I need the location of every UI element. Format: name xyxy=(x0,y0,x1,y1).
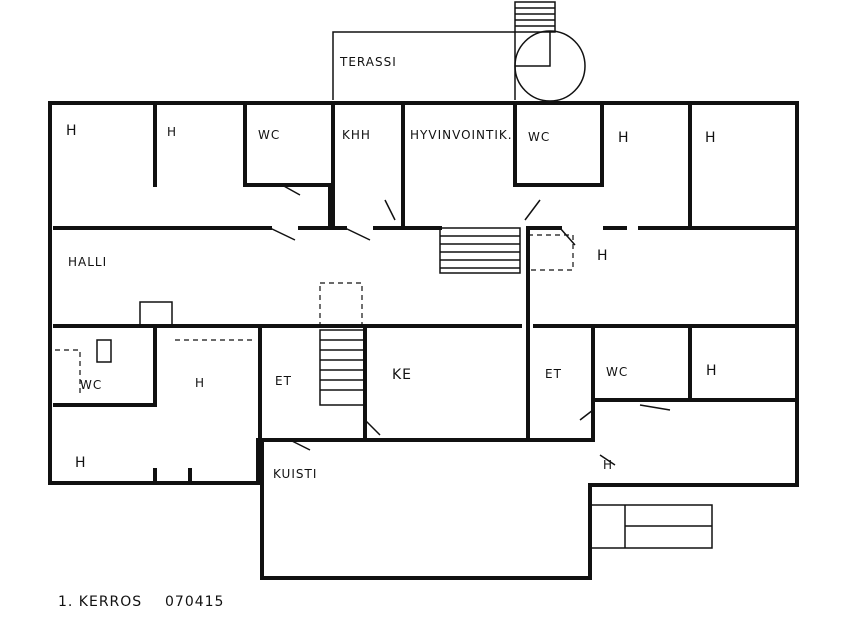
room-label-h: H xyxy=(167,125,178,139)
room-label-et: ET xyxy=(275,374,292,388)
room-label-wc: WC xyxy=(80,378,103,392)
room-label-h: H xyxy=(618,130,630,146)
room-label-h: H xyxy=(195,376,206,390)
room-label-kuisti: KUISTI xyxy=(273,467,318,481)
room-label-wc: WC xyxy=(258,128,281,142)
room-label-khh: KHH xyxy=(342,128,371,142)
door-swings xyxy=(269,184,671,466)
room-label-wc: WC xyxy=(528,130,551,144)
room-label-terassi: TERASSI xyxy=(340,55,397,69)
room-label-h: H xyxy=(705,130,717,146)
room-label-h: H xyxy=(75,455,87,471)
room-label-et: ET xyxy=(545,367,562,381)
room-label-h: H xyxy=(66,123,78,139)
room-label-h: H xyxy=(706,363,718,379)
entrance-steps xyxy=(589,504,713,549)
room-label-h: H xyxy=(597,248,609,264)
room-label-h: H xyxy=(603,458,614,472)
plan-caption: 1. KERROS xyxy=(58,594,143,610)
room-label-hyvinvointi: HYVINVOINTIK. xyxy=(410,128,513,142)
room-label-ke: KE xyxy=(392,367,413,383)
room-label-halli: HALLI xyxy=(68,255,108,269)
indoor-stairs xyxy=(319,227,574,406)
room-label-wc: WC xyxy=(606,365,629,379)
outdoor-stairs xyxy=(514,1,586,102)
exterior-walls xyxy=(48,101,799,580)
plan-date: 070415 xyxy=(165,594,225,610)
interior-walls xyxy=(53,101,799,485)
wc-fixtures xyxy=(55,301,255,395)
